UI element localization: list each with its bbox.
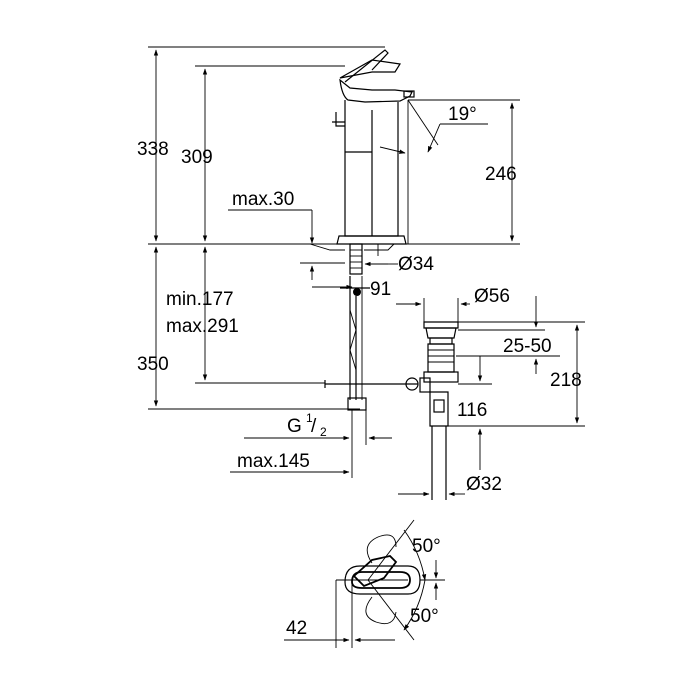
dim-handle-angle-top: 50° bbox=[412, 536, 441, 557]
dim-hose-length: 350 bbox=[137, 354, 169, 375]
dim-connection-slash: / bbox=[311, 416, 317, 437]
dim-connection-den: 2 bbox=[320, 425, 327, 439]
dim-waste-height: 218 bbox=[550, 370, 582, 391]
dim-handle-angle-bottom: 50° bbox=[410, 606, 439, 627]
dim-connection-thread: G bbox=[287, 416, 302, 437]
connection-dim bbox=[230, 410, 392, 478]
dim-overall-height: 338 bbox=[137, 139, 169, 160]
hole-diameter-dim bbox=[364, 244, 398, 267]
dim-waste-length: 116 bbox=[457, 400, 487, 421]
dim-handle-offset: 42 bbox=[286, 618, 307, 639]
waste-assembly bbox=[419, 321, 459, 500]
waste-flange-dim bbox=[396, 298, 470, 322]
dim-clamp-min: min.177 bbox=[166, 289, 234, 310]
dim-mount-offset: 91 bbox=[370, 279, 391, 300]
spout-angle bbox=[379, 99, 520, 244]
dim-hole-diameter: Ø34 bbox=[398, 254, 434, 275]
dim-max-thickness: max.30 bbox=[232, 189, 294, 210]
dim-connection-max: max.145 bbox=[237, 451, 310, 472]
dim-connection-num: 1 bbox=[306, 411, 313, 425]
dim-tail-diameter: Ø32 bbox=[466, 474, 502, 495]
waste-height-dim bbox=[448, 321, 585, 427]
dim-reach: 246 bbox=[485, 164, 517, 185]
handle-top-view bbox=[284, 519, 445, 648]
left-dimensions bbox=[148, 46, 520, 410]
waste-length-dim bbox=[458, 356, 492, 470]
faucet-body bbox=[332, 49, 415, 245]
undercounter-parts bbox=[324, 243, 419, 411]
dim-waste-flange: Ø56 bbox=[474, 286, 510, 307]
dim-clamp-max: max.291 bbox=[166, 316, 239, 337]
waste-range-dim bbox=[456, 296, 560, 374]
deck-thickness bbox=[228, 209, 395, 280]
dim-spout-height: 309 bbox=[181, 147, 213, 168]
dim-waste-range: 25-50 bbox=[503, 336, 552, 357]
dim-spout-angle: 19° bbox=[448, 104, 477, 125]
